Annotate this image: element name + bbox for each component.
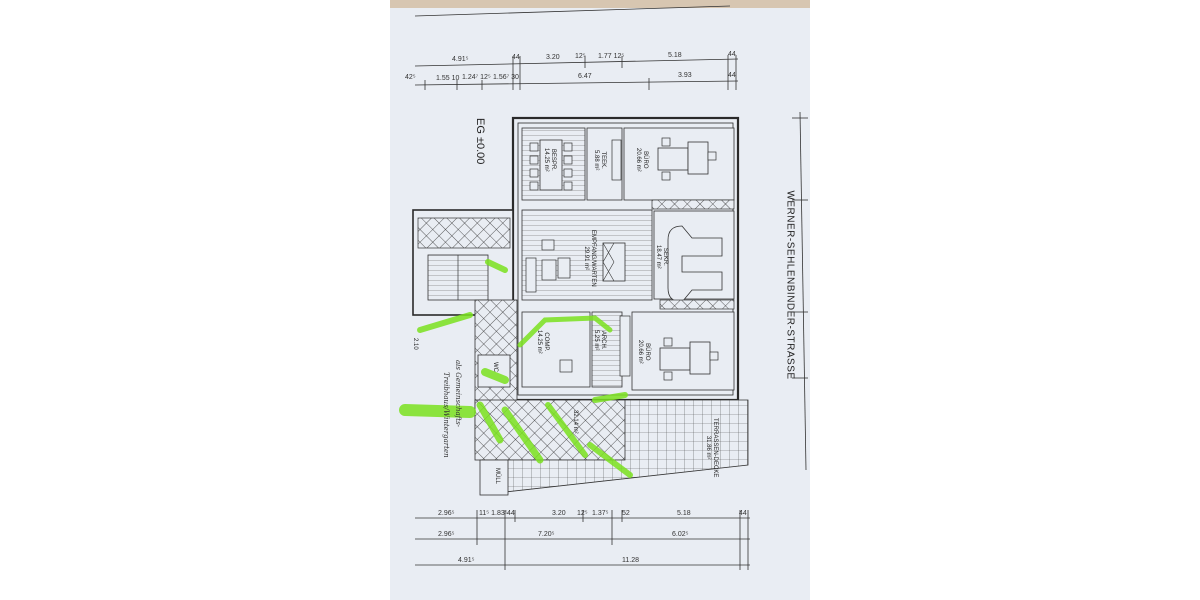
room-muell [479,459,509,496]
street-name-label: WERNER-SEHLENBINDER-STRASSE [784,190,796,380]
bottom-dimension-lines [415,510,750,570]
dim-top-r2-5: 6.47 [578,73,592,80]
room-label-comp: COMP.14.25 m² [536,330,549,354]
dim-top-r2-6: 3.93 [678,72,692,79]
dim-top-4: 12⁵ [575,53,586,60]
dim-bottom-4: 3.20 [552,510,566,517]
room-label-muell: MÜLL [494,468,500,485]
room-empfang-warten [521,209,653,301]
dim-top-1: 4.91⁵ [452,56,469,63]
sheet-edge-shadow [390,0,810,8]
room-comp [521,311,591,388]
dim-top-5: 1.77 12⁵ [598,53,625,60]
dim-bottom-3: 44 [507,510,515,517]
room-label-besprechung: BESPR.14.25 m² [543,148,556,172]
dim-bottom-7: 52 [622,510,630,517]
room-archiv [591,311,623,388]
dim-bottom-5: 12⁵ [577,510,588,517]
dim-bottom-2: 11⁵ 1.83⁵ [479,510,508,517]
floor-level-label: EG ±0.00 [474,118,486,165]
wc-block [417,217,511,249]
dim-bottom-r3-1: 4.91⁵ [458,557,475,564]
dim-bottom-9: 44 [739,510,747,517]
dim-top-r2-4: 1.56⁷ 30 [493,74,519,81]
dim-top-r2-2: 1.55 10 [436,75,460,82]
dim-bottom-8: 5.18 [677,510,691,517]
dim-top-r2-1: 42⁵ [405,74,416,81]
side-dimension-mark: 2.10 [412,338,418,350]
top-dimension-lines [414,5,739,90]
dim-top-3: 3.20 [546,54,560,61]
room-label-teekueche: TEEK.5.88 m² [593,150,606,171]
highlighter-marks [399,259,633,478]
floor-plan-drawing [399,5,808,570]
right-dimension-line [792,111,808,471]
dim-bottom-6: 1.37⁵ [592,510,609,517]
room-label-wintergarten: 32.14 m² [572,410,578,434]
handwritten-note-2: Treibhaus/Wintergarten [442,372,450,458]
dim-top-7: 44 [728,51,736,58]
dim-bottom-r2-1: 2.96⁵ [438,531,455,538]
room-label-archiv: ARCH.5.25 m² [593,330,606,351]
dim-top-r2-3: 1.24⁷ 12⁵ [462,74,491,81]
room-label-wc: WC [492,362,498,372]
handwritten-note-1: als Gemeinschafts- [454,360,462,428]
dim-bottom-r2-2: 7.20⁵ [538,531,555,538]
dim-top-6: 5.18 [668,52,682,59]
dim-bottom-r2-3: 6.02⁵ [672,531,689,538]
dim-top-2: 44 [512,54,520,61]
dim-bottom-r3-2: 11.28 [622,557,639,564]
dim-top-r2-7: 44 [728,72,736,79]
room-label-sekretariat: SEKR.18.47 m² [655,245,668,269]
dim-bottom-1: 2.96⁵ [438,510,455,517]
